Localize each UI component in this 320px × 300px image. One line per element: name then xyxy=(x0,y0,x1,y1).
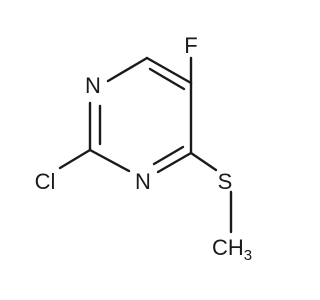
bond-n3-c2 xyxy=(88,148,131,173)
bond-c6-c5 xyxy=(145,56,193,85)
bond-c4-n3 xyxy=(156,151,193,174)
methyl-ch: CH xyxy=(212,235,244,260)
atom-label-chlorine: Cl xyxy=(35,169,56,194)
atom-label-n-bottom: N xyxy=(135,169,151,194)
molecule-structure: N N F Cl S CH3 xyxy=(35,33,253,264)
bond-n1-c6 xyxy=(106,56,149,83)
atom-label-methyl: CH3 xyxy=(212,235,252,264)
bond-c4-s xyxy=(189,151,218,172)
atom-label-n-top: N xyxy=(85,73,101,98)
methyl-subscript: 3 xyxy=(244,247,252,264)
atom-label-fluorine: F xyxy=(184,33,197,58)
bond-c6-c5-inner xyxy=(148,67,186,91)
atom-label-sulfur: S xyxy=(218,169,233,194)
bond-c2-cl xyxy=(58,148,92,170)
bond-c4-n3-inner xyxy=(152,145,185,166)
structure-canvas: N N F Cl S CH3 xyxy=(35,33,253,264)
